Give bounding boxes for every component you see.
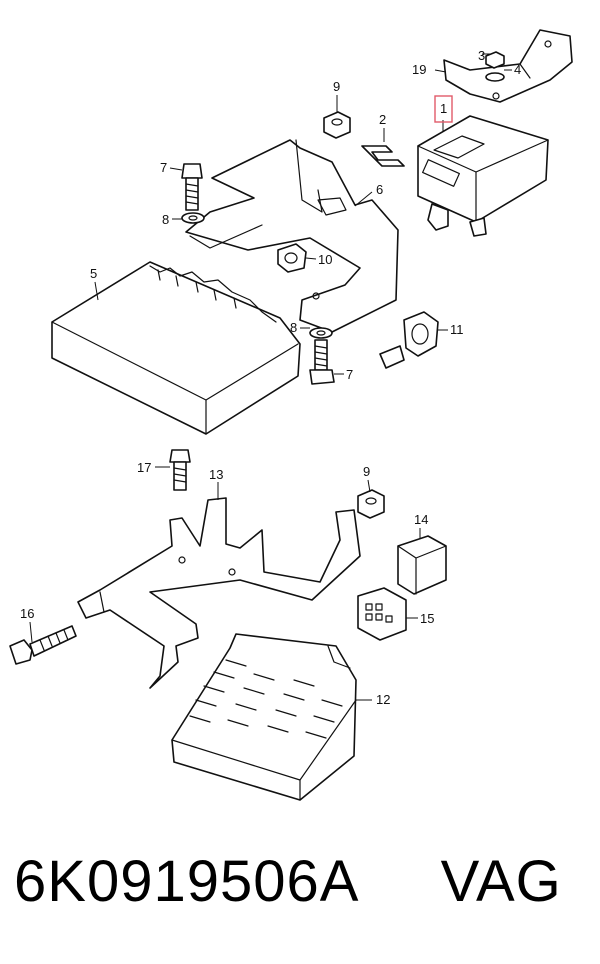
callout-6[interactable]: 6 [376,182,383,197]
nut-small [485,51,505,69]
nut-upper [323,111,351,139]
callout-19[interactable]: 19 [412,62,426,77]
part-caption: 6K0919506A VAG [14,848,594,915]
callout-3[interactable]: 3 [478,48,485,63]
washer-lower [309,327,333,339]
callout-2[interactable]: 2 [379,112,386,127]
callout-7-lower[interactable]: 7 [346,367,353,382]
exploded-parts-diagram: 1 2 3 4 5 6 7 7 8 8 9 9 10 11 12 13 14 1… [9,29,573,801]
mounting-plate [185,139,399,333]
callout-9-lower[interactable]: 9 [363,464,370,479]
callout-4[interactable]: 4 [514,62,521,77]
callout-5[interactable]: 5 [90,266,97,281]
brand-name: VAG [440,849,562,914]
callout-8-lower[interactable]: 8 [290,320,297,335]
control-module [171,633,357,801]
top-bracket [443,29,573,103]
callout-16[interactable]: 16 [20,606,34,621]
callout-13[interactable]: 13 [209,467,223,482]
callout-15[interactable]: 15 [420,611,434,626]
callout-14[interactable]: 14 [414,512,428,527]
callout-1[interactable]: 1 [440,101,447,116]
callout-11[interactable]: 11 [450,322,464,337]
holder-clip [379,311,439,369]
highlight-box [434,95,453,123]
nut-lower [357,489,385,519]
bolt-horizontal [9,625,77,665]
relay-unit [417,115,549,237]
washer-small [485,72,505,82]
callout-10[interactable]: 10 [318,252,332,267]
small-relay [397,535,447,595]
callout-8-upper[interactable]: 8 [162,212,169,227]
callout-9-upper[interactable]: 9 [333,79,340,94]
bolt-vertical [169,449,191,491]
lower-bracket [77,497,361,689]
callout-17[interactable]: 17 [137,460,151,475]
relay-connector [357,587,407,641]
bolt-lower [309,339,335,385]
callout-7-upper[interactable]: 7 [160,160,167,175]
clip [361,145,405,167]
callout-12[interactable]: 12 [376,692,390,707]
grommet [277,243,307,273]
part-number: 6K0919506A [14,849,360,914]
bolt-upper [181,163,203,211]
washer-upper [181,212,205,224]
control-unit-box [51,261,301,435]
